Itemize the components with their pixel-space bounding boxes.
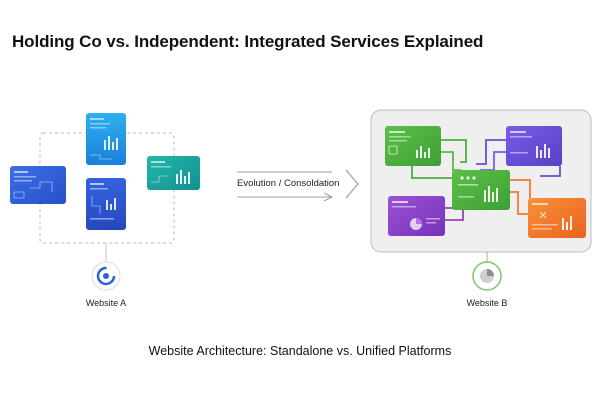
diagram-caption: Website Architecture: Standalone vs. Uni… — [148, 344, 452, 358]
blue-bottom-card — [86, 178, 126, 230]
violet-card-bottomleft — [388, 196, 445, 236]
teal-card — [147, 156, 200, 190]
website-b-label: Website B — [466, 298, 508, 308]
evolution-arrow — [237, 169, 359, 202]
website-b-icon — [472, 261, 502, 291]
orange-card-bottomright — [528, 198, 586, 238]
blue-left-card — [10, 166, 66, 204]
evolution-label: Evolution / Consoldation — [237, 178, 340, 189]
green-hub-card — [452, 170, 510, 210]
blue-top-card — [86, 113, 126, 165]
website-a-label: Website A — [85, 298, 127, 308]
green-card-topleft — [385, 126, 441, 166]
website-a-icon — [91, 261, 121, 291]
page-title: Holding Co vs. Independent: Integrated S… — [12, 32, 484, 51]
purple-card-topright — [506, 126, 562, 166]
